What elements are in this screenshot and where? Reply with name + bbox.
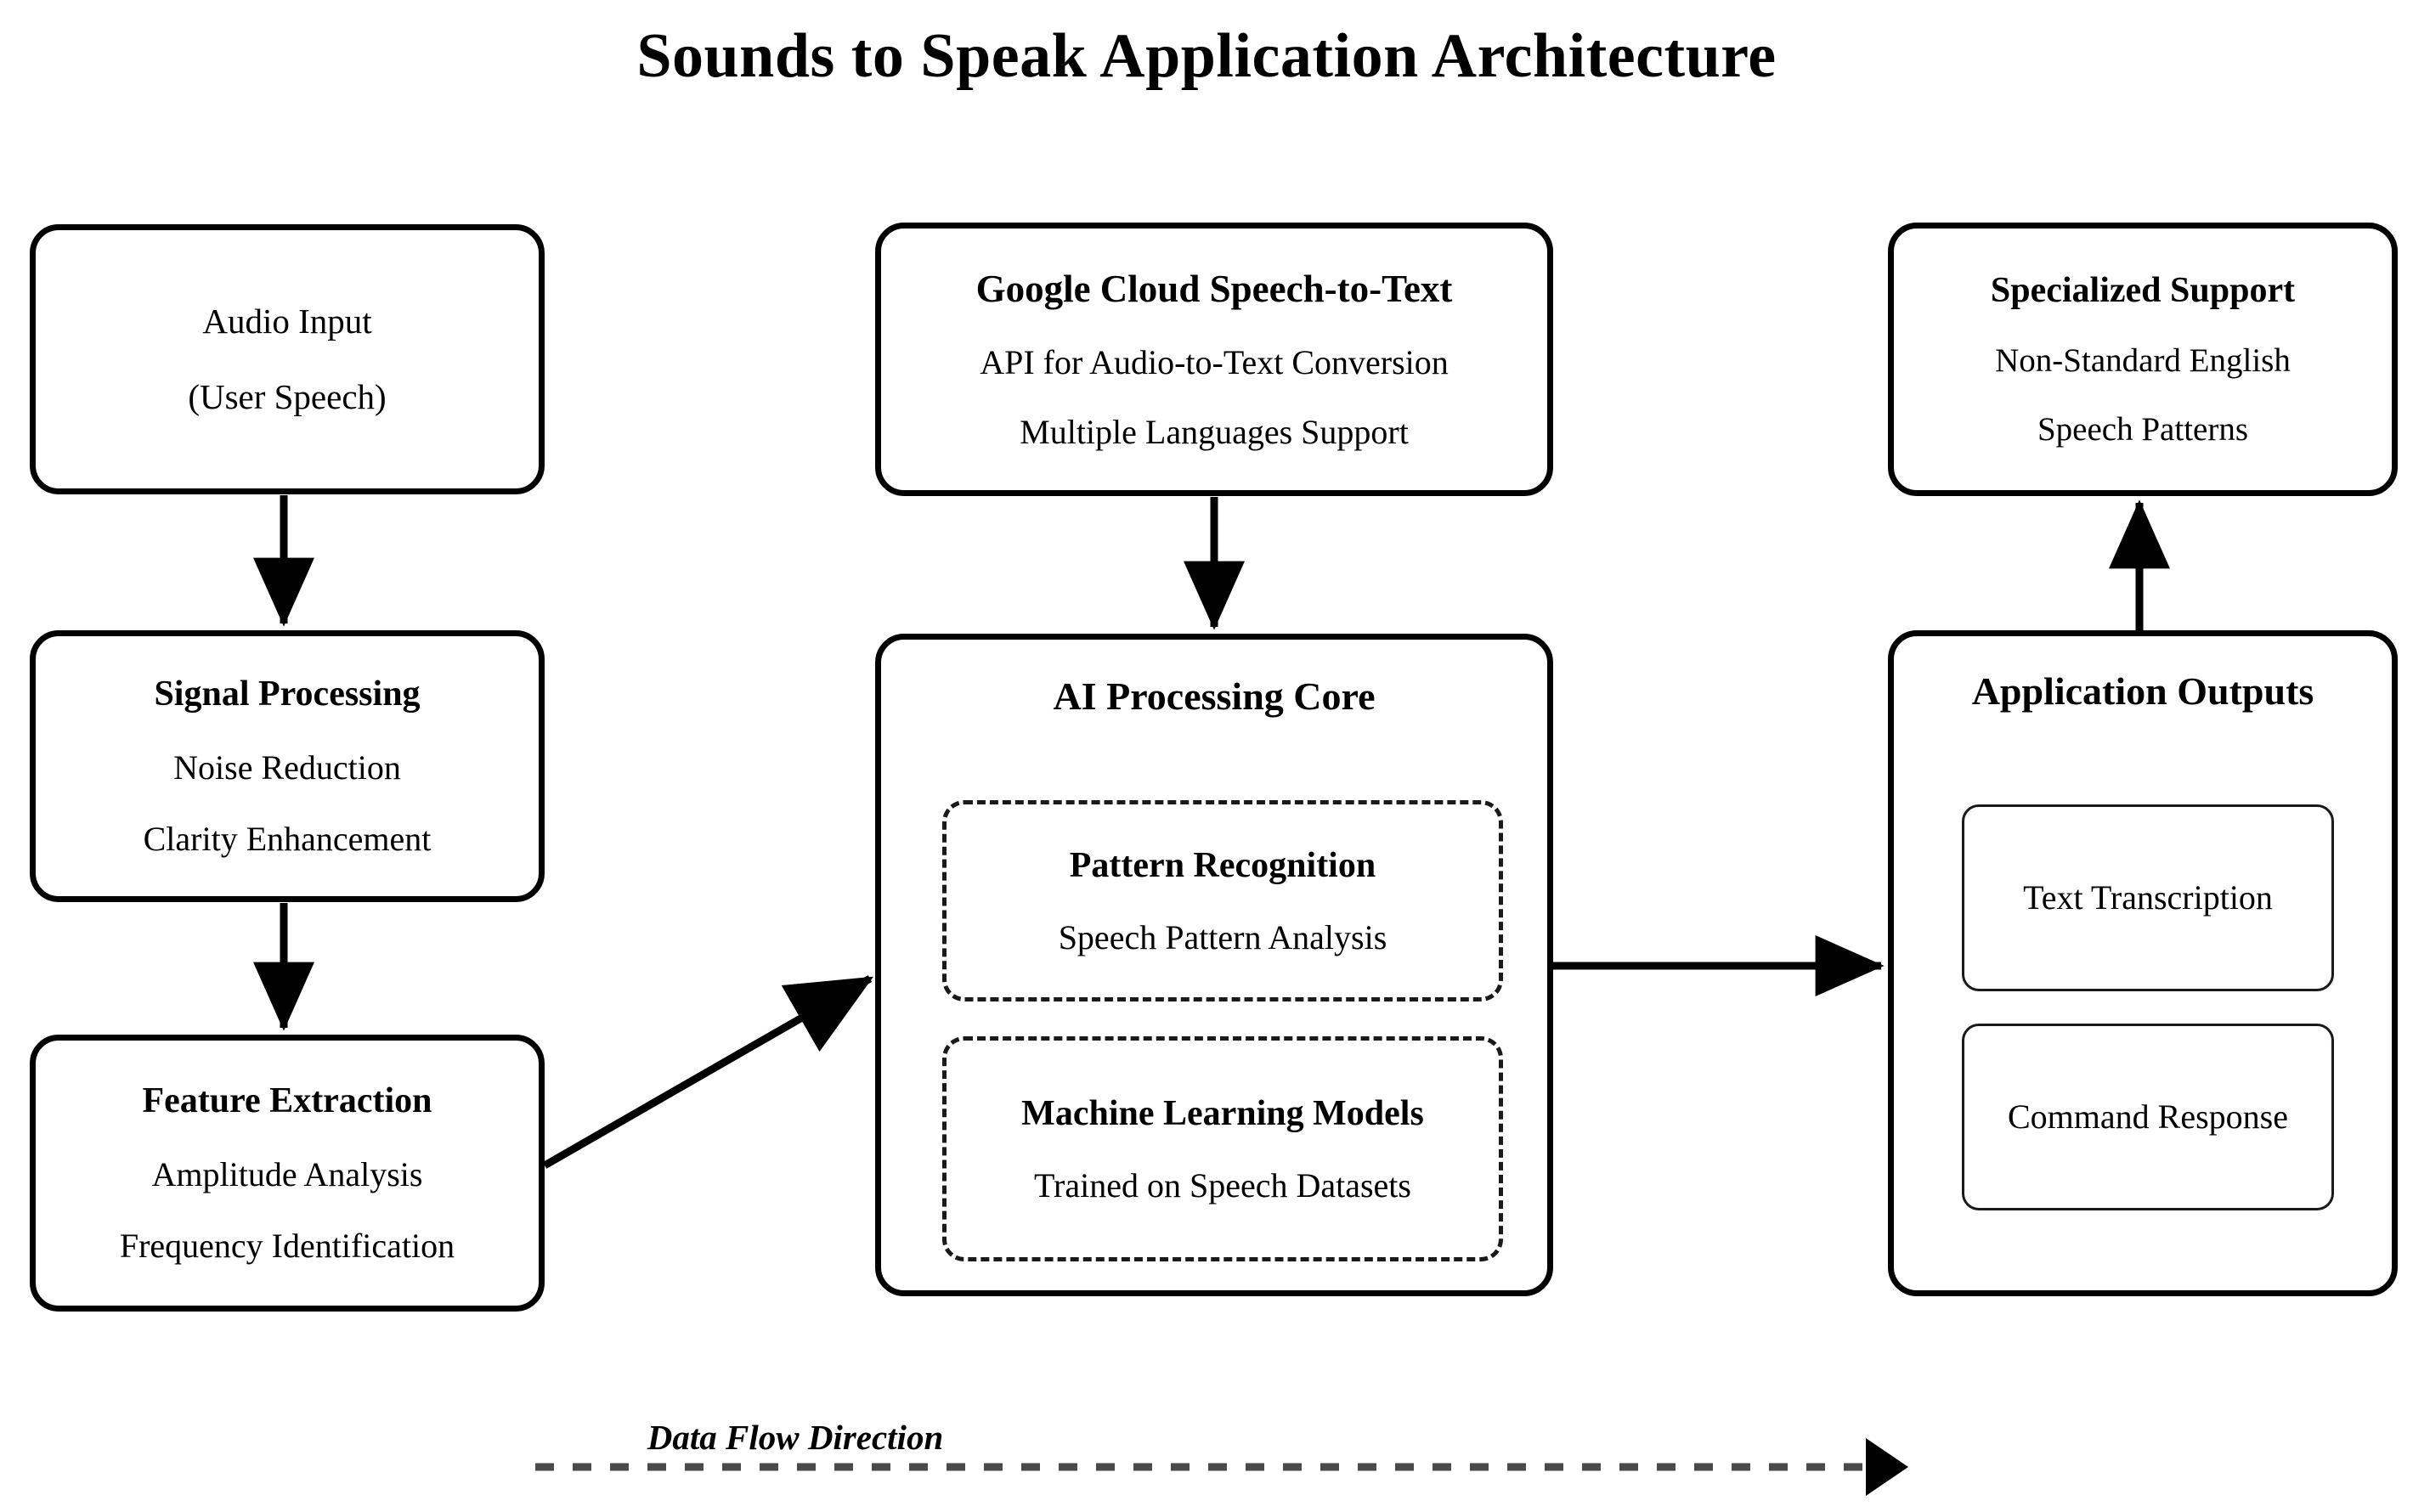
module-machine-learning-models-line1: Trained on Speech Datasets [1034,1165,1411,1205]
node-specialized-support-line2: Speech Patterns [2037,411,2248,448]
node-ai-processing-core[interactable]: AI Processing Core Pattern Recognition S… [875,634,1553,1296]
node-google-cloud-line2: Multiple Languages Support [1020,412,1409,451]
node-feature-extraction-line2: Frequency Identification [119,1227,455,1265]
legend-data-flow-direction: Data Flow Direction [527,1420,1064,1455]
node-application-outputs-title: Application Outputs [1971,669,2314,713]
arrow-feature-to-aicore [542,975,873,1169]
node-feature-extraction-title: Feature Extraction [142,1081,432,1120]
node-signal-processing-title: Signal Processing [154,674,421,714]
node-google-cloud-speech-to-text[interactable]: Google Cloud Speech-to-Text API for Audi… [875,223,1553,496]
node-feature-extraction-line1: Amplitude Analysis [151,1155,423,1193]
node-application-outputs[interactable]: Application Outputs Text Transcription C… [1888,630,2398,1296]
node-ai-processing-core-title: AI Processing Core [1053,674,1376,718]
page-title: Sounds to Speak Application Architecture [636,21,1777,91]
module-machine-learning-models-title: Machine Learning Models [1021,1093,1424,1133]
node-audio-input-line1: Audio Input [202,302,372,341]
node-specialized-support-line1: Non-Standard English [1995,342,2291,379]
module-pattern-recognition-line1: Speech Pattern Analysis [1058,917,1387,956]
node-specialized-support-title: Specialized Support [1990,271,2296,310]
node-signal-processing-line2: Clarity Enhancement [143,820,432,858]
node-audio-input-line2: (User Speech) [188,377,387,416]
module-machine-learning-models[interactable]: Machine Learning Models Trained on Speec… [942,1036,1503,1261]
node-google-cloud-title: Google Cloud Speech-to-Text [975,267,1453,310]
output-chip-text-transcription[interactable]: Text Transcription [1962,804,2334,991]
node-specialized-support[interactable]: Specialized Support Non-Standard English… [1888,223,2398,496]
node-feature-extraction[interactable]: Feature Extraction Amplitude Analysis Fr… [30,1035,545,1312]
node-signal-processing-line1: Noise Reduction [173,748,401,787]
module-pattern-recognition[interactable]: Pattern Recognition Speech Pattern Analy… [942,800,1503,1001]
node-audio-input[interactable]: Audio Input (User Speech) [30,224,545,494]
node-google-cloud-line1: API for Audio-to-Text Conversion [980,342,1449,381]
module-pattern-recognition-title: Pattern Recognition [1069,845,1376,885]
node-signal-processing[interactable]: Signal Processing Noise Reduction Clarit… [30,630,545,902]
legend-arrowhead-icon [1866,1438,1908,1496]
output-chip-command-response[interactable]: Command Response [1962,1024,2334,1210]
